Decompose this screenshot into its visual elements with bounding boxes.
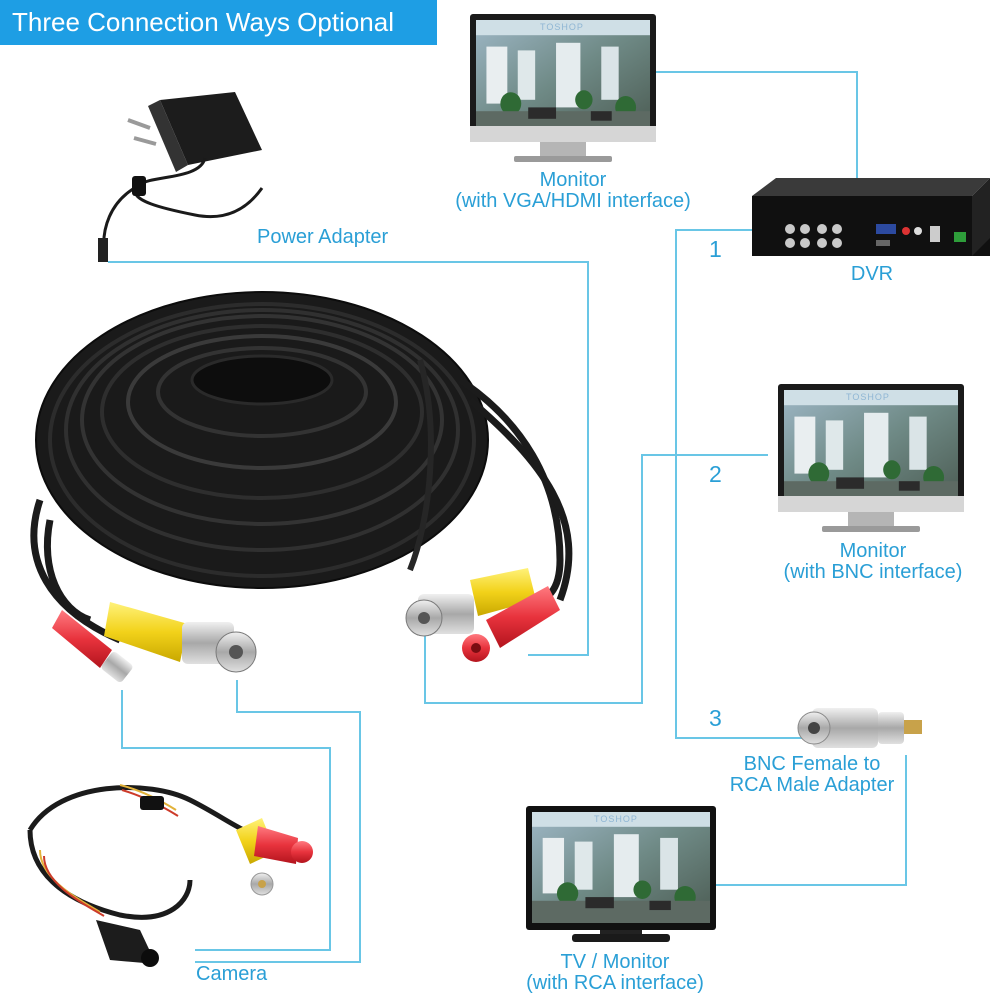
monitor-vga-label: Monitor (with VGA/HDMI interface) <box>443 170 703 212</box>
way-number-2: 2 <box>709 461 722 487</box>
left-connectors-image <box>52 602 257 683</box>
monitor-vga-label-line1: Monitor <box>539 169 607 191</box>
camera-label: Camera <box>196 963 268 985</box>
tv-monitor-label: TV / Monitor (with RCA interface) <box>505 952 725 994</box>
monitor-vga-watermark: TOSHOP <box>540 22 584 32</box>
tv-monitor-label-line1: TV / Monitor <box>560 951 670 973</box>
line-power-adapter <box>108 261 589 656</box>
page-title-banner: Three Connection Ways Optional <box>0 0 437 45</box>
monitor-bnc-label-line1: Monitor <box>839 540 907 562</box>
monitor-bnc-image <box>778 384 964 532</box>
power-adapter-label: Power Adapter <box>257 226 389 248</box>
bnc-adapter-label-line2: RCA Male Adapter <box>729 774 895 796</box>
line-dvr-to-monitor-bnc <box>675 229 812 739</box>
tv-monitor-watermark: TOSHOP <box>594 814 638 824</box>
tv-monitor-label-line2: (with RCA interface) <box>526 972 704 994</box>
line-camera-power <box>121 690 331 951</box>
dvr-label: DVR <box>850 263 894 285</box>
way-number-3: 3 <box>709 705 722 731</box>
monitor-bnc-label-line2: (with BNC interface) <box>783 561 963 583</box>
way-number-1: 1 <box>709 236 722 262</box>
monitor-bnc-label: Monitor (with BNC interface) <box>768 541 978 583</box>
right-connectors-image <box>405 568 560 662</box>
line-vga-monitor-to-dvr <box>655 71 858 178</box>
bnc-adapter-label-line1: BNC Female to <box>743 753 881 775</box>
power-adapter-image <box>98 92 264 262</box>
connection-lines <box>108 71 907 963</box>
bnc-rca-adapter-image <box>797 708 922 748</box>
monitor-vga-image <box>470 14 656 162</box>
dvr-image <box>752 178 990 256</box>
bnc-adapter-label: BNC Female to RCA Male Adapter <box>712 754 912 796</box>
line-way2 <box>424 454 768 704</box>
line-adapter-to-tv <box>716 755 907 886</box>
monitor-bnc-watermark: TOSHOP <box>846 392 890 402</box>
monitor-vga-label-line2: (with VGA/HDMI interface) <box>455 190 691 212</box>
tv-monitor-image <box>526 806 716 942</box>
camera-cable-image <box>27 784 313 967</box>
line-camera-video <box>195 680 361 963</box>
